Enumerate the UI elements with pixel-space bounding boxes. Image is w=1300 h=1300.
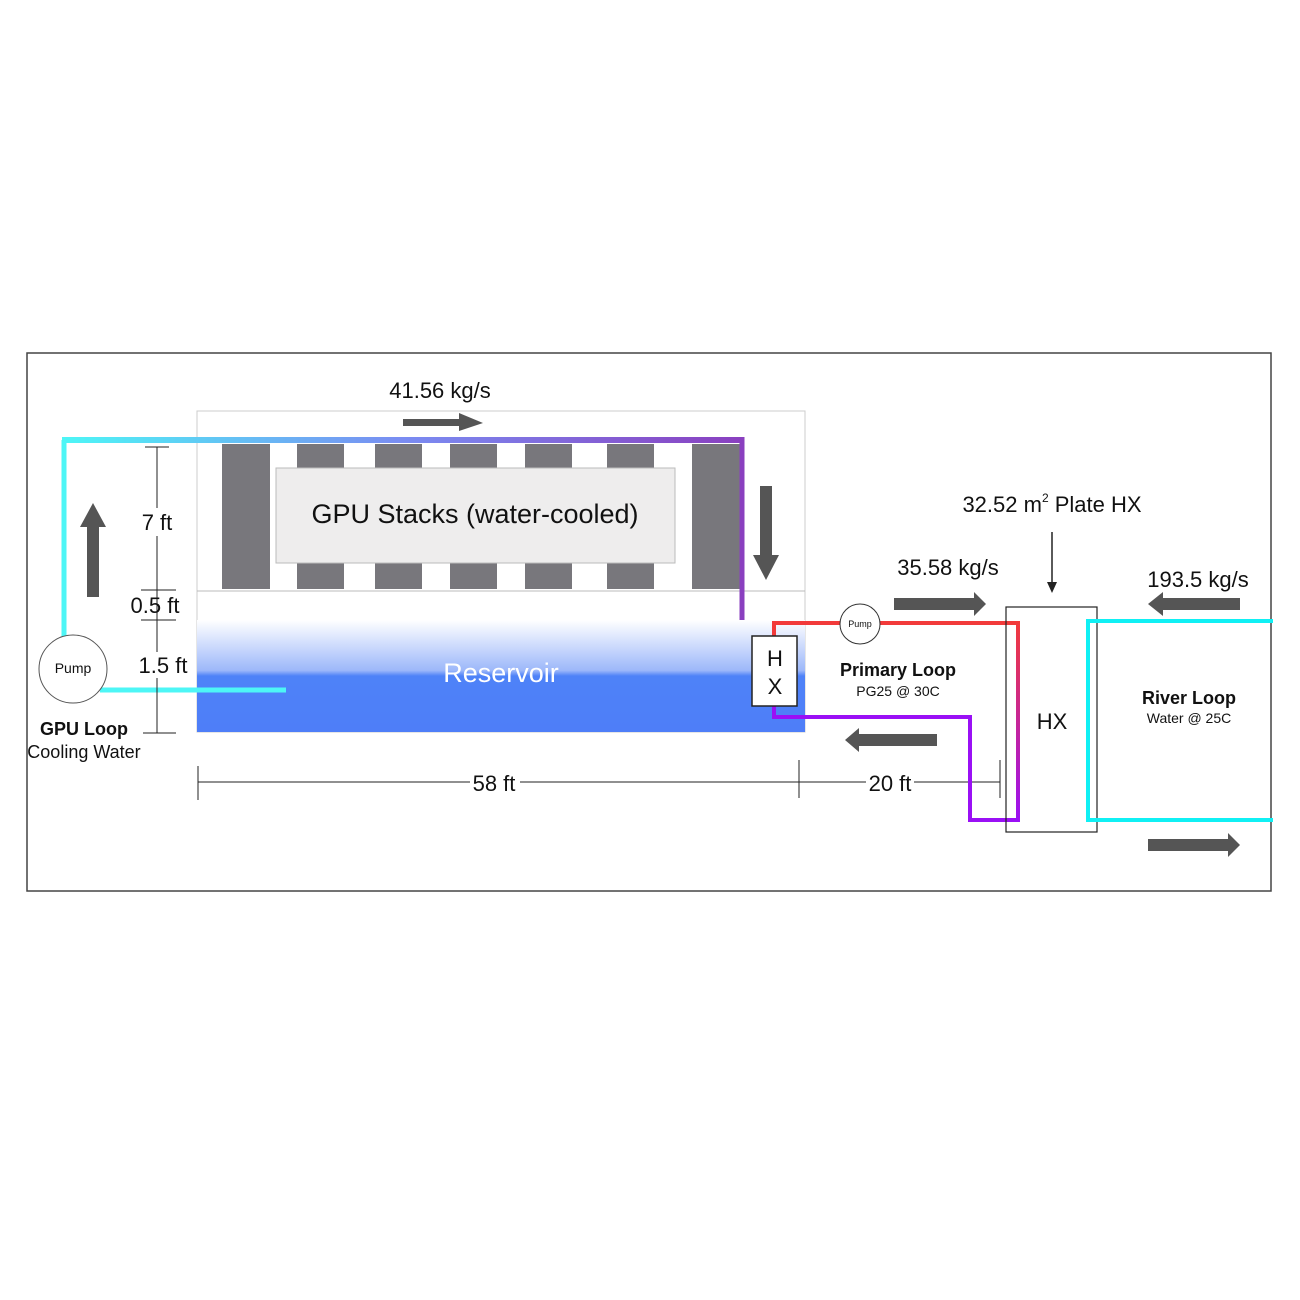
gpu-loop-title: GPU Loop bbox=[40, 719, 128, 739]
river-loop-pipe bbox=[1086, 619, 1273, 822]
height-dimensions bbox=[141, 446, 176, 734]
primary-loop-subtitle: PG25 @ 30C bbox=[856, 683, 939, 699]
river-flow-rate: 193.5 kg/s bbox=[1147, 567, 1249, 592]
primary-pump bbox=[839, 603, 881, 645]
primary-loop-hot-pipe bbox=[772, 621, 1018, 636]
reservoir-label: Reservoir bbox=[443, 658, 559, 688]
river-loop-title: River Loop bbox=[1142, 688, 1236, 708]
primary-loop-title: Primary Loop bbox=[840, 660, 956, 680]
gpu-pump-label: Pump bbox=[55, 660, 92, 676]
reservoir bbox=[197, 620, 805, 732]
dim-gap: 0.5 ft bbox=[131, 593, 180, 618]
arrow-down-icon bbox=[1047, 582, 1057, 593]
dim-stack-height: 7 ft bbox=[142, 510, 173, 535]
primary-flow-rate: 35.58 kg/s bbox=[897, 555, 999, 580]
plate-hx-label: HX bbox=[1037, 709, 1068, 734]
gpu-flow-rate: 41.56 kg/s bbox=[389, 378, 491, 403]
arrow-right-icon bbox=[894, 592, 986, 616]
small-hx-label-h: H bbox=[767, 646, 783, 671]
small-hx bbox=[751, 635, 798, 707]
dim-reservoir-depth: 1.5 ft bbox=[139, 653, 188, 678]
dim-length: 58 ft bbox=[473, 771, 516, 796]
gpu-loop-top-pipe bbox=[62, 437, 744, 443]
plate-hx bbox=[1005, 606, 1098, 833]
dim-distance: 20 ft bbox=[869, 771, 912, 796]
primary-pump-label: Pump bbox=[848, 619, 872, 629]
gpu-stacks-label: GPU Stacks (water-cooled) bbox=[311, 499, 638, 529]
arrow-left-icon bbox=[845, 728, 937, 752]
river-loop-subtitle: Water @ 25C bbox=[1147, 710, 1232, 726]
arrow-right-icon bbox=[403, 413, 483, 431]
arrow-down-icon bbox=[753, 486, 779, 580]
arrow-right-icon bbox=[1148, 833, 1240, 857]
gpu-loop-subtitle: Cooling Water bbox=[27, 742, 140, 762]
plate-hx-area-label: 32.52 m2 Plate HX bbox=[962, 491, 1141, 517]
primary-loop-cold-pipe bbox=[772, 706, 1018, 822]
gpu-stack bbox=[692, 444, 740, 589]
arrow-up-icon bbox=[80, 503, 106, 597]
gpu-stack bbox=[222, 444, 270, 589]
primary-loop-hx-pipe bbox=[1016, 621, 1020, 822]
arrow-left-icon bbox=[1148, 592, 1240, 616]
small-hx-label-x: X bbox=[768, 674, 783, 699]
gpu-pump bbox=[38, 634, 108, 704]
gpu-stacks-label-box bbox=[275, 467, 676, 564]
